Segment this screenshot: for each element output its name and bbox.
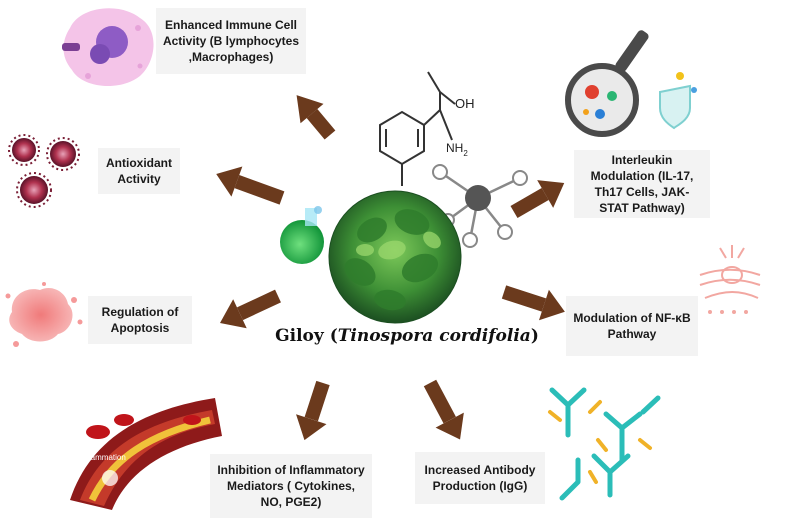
virus-icon [46, 137, 80, 171]
arrow-to-immune [296, 95, 336, 140]
blood-vessel-icon [70, 398, 222, 510]
molecule-oh-label: OH [455, 96, 475, 111]
label-immune-activity: Enhanced Immune Cell Activity (B lymphoc… [156, 8, 306, 74]
arrow-to-interleukin [510, 180, 565, 219]
arrow-to-antioxidant [216, 166, 285, 205]
skin-cross-section-icon [699, 245, 761, 314]
label-nfkb-modulation: Modulation of NF-κB Pathway [566, 296, 698, 356]
antioxidant-virus-icons [8, 134, 80, 208]
label-increased-antibody: Increased Antibody Production (IgG) [415, 452, 545, 504]
arrow-to-apoptosis [219, 289, 281, 329]
center-name: Giloy [275, 326, 324, 346]
shield-icon [659, 72, 697, 130]
molecule-structure [379, 71, 456, 186]
giloy-leaf-image [328, 190, 462, 324]
center-scientific-name: Tinospora cordifolia [337, 326, 531, 346]
arrows-group [216, 95, 565, 441]
arrow-to-antibody [423, 379, 464, 440]
inflammation-label: Inflammation [80, 453, 126, 462]
label-antioxidant-activity: Antioxidant Activity [98, 148, 180, 194]
label-inhibition-inflammatory: Inhibition of Inflammatory Mediators ( C… [210, 454, 372, 518]
label-regulation-apoptosis: Regulation of Apoptosis [88, 296, 192, 344]
arrow-to-nfkb [501, 285, 565, 321]
apoptosis-cell-icon [5, 282, 83, 347]
virus-icon [16, 172, 52, 208]
label-interleukin-modulation: Interleukin Modulation (IL-17, Th17 Cell… [574, 150, 710, 218]
molecule-nh2-label: NH2 [446, 141, 468, 158]
virus-icon [8, 134, 40, 166]
magnifier-icon [565, 30, 649, 137]
arrow-to-inflammatory [296, 380, 330, 441]
immune-cell-icon [62, 8, 154, 87]
center-title: Giloy (Tinospora cordifolia) [275, 326, 539, 346]
antibody-icons [548, 387, 661, 501]
green-flask-icon [280, 206, 324, 264]
